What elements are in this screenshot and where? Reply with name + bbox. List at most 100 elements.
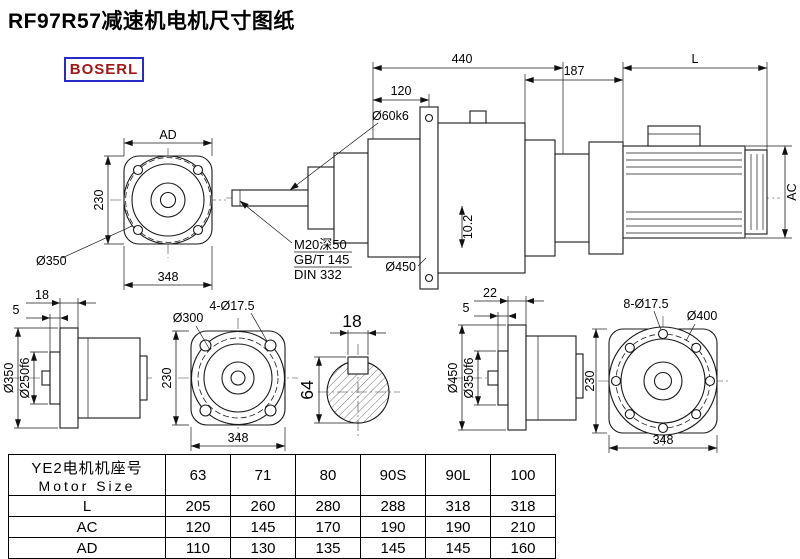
table-cell: 280 [295,495,361,517]
dim-187: 187 [564,64,585,78]
dim-dia350-side: Ø350 [2,363,16,394]
dim-5-spigot: 5 [13,303,20,317]
fan-cover [744,149,768,235]
spigot [49,351,61,405]
dim-348-motor-front: 348 [653,433,674,447]
table-header-size: 80 [295,454,361,496]
table-header-size: 63 [165,454,231,496]
output-front-view: AD 230 Ø350 348 [36,128,226,290]
dim-dia450: Ø450 [385,260,416,274]
brand-logo: BOSERL [64,57,144,82]
note-m20: M20深50 [294,237,347,252]
dim-8-holes: 8-Ø17.5 [623,297,668,311]
table-header-motor-size: YE2电机机座号 Motor Size [8,454,166,496]
dim-4-holes: 4-Ø17.5 [209,299,254,313]
motor-adapter-flange [588,141,624,255]
table-cell: 260 [230,495,296,517]
housing [525,335,577,421]
motor-body [622,145,746,239]
housing [77,337,141,419]
row-label: AC [8,516,166,538]
spigot [497,350,509,406]
second-stage-step2 [554,153,590,243]
dim-ac: AC [785,183,799,200]
table-cell: 288 [360,495,426,517]
dim-dia400: Ø400 [687,309,718,323]
dim-440: 440 [452,52,473,66]
motor-size-label-en: Motor Size [38,477,136,494]
flange-plate [507,324,527,431]
page-title: RF97R57减速机电机尺寸图纸 [8,10,295,33]
table-cell: 145 [360,537,426,559]
shaft-stub [41,370,51,386]
table-header-size: 100 [490,454,556,496]
motor-flange-front-dimensions: 8-Ø17.5 Ø400 230 348 [583,297,718,453]
flange-plate [59,327,79,429]
main-view-dimensions: 440 120 Ø60k6 187 L AC M20深50 GB/T 145 D… [239,52,799,282]
terminal-box [647,125,701,147]
dim-L: L [692,52,699,66]
gearbox-body [437,122,526,274]
shaft-hub-step2 [333,152,369,244]
dim-120: 120 [391,84,412,98]
dim-dia350-front: Ø350 [36,254,67,268]
dim-key-width-18: 18 [342,311,361,331]
motor-flange-side-view: 22 5 Ø450 Ø350f6 [446,286,588,431]
dim-dia450-side: Ø450 [446,363,460,394]
dim-18-flange: 18 [35,288,49,302]
table-cell: 110 [165,537,231,559]
note-din332: DIN 332 [294,267,342,282]
motor-flange-front-view: 8-Ø17.5 Ø400 230 348 [583,297,728,453]
dim-10-2: 10.2 [461,215,475,239]
shaft-section-dimensions: 18 64 [297,311,386,424]
vent-plug [469,110,487,124]
main-side-view: 440 120 Ø60k6 187 L AC M20深50 GB/T 145 D… [226,52,799,290]
dim-230-motor-front: 230 [583,371,597,392]
table-cell: 130 [230,537,296,559]
shaft-stub [487,370,499,386]
dim-dia350f6: Ø350f6 [462,357,476,398]
motor-flange-side-dimensions: 22 5 Ø450 Ø350f6 [446,286,544,431]
table-cell: 170 [295,516,361,538]
output-flange-side-view: 18 5 Ø350 Ø250f6 [2,288,152,429]
table-cell: 210 [490,516,556,538]
table-cell: 120 [165,516,231,538]
dim-64: 64 [297,380,317,400]
dim-shaft-dia: Ø60k6 [372,109,409,123]
output-flange-front-view: 4-Ø17.5 Ø300 230 348 [160,299,298,451]
shaft-hub-step3 [367,138,421,258]
motor-size-table: YE2电机机座号 Motor Size 63 71 80 90S 90L 100… [8,454,556,559]
dim-dia300: Ø300 [173,311,204,325]
table-row-L: L 205 260 280 288 318 318 [8,495,556,517]
note-gbt145: GB/T 145 [294,252,349,267]
dim-ad: AD [159,128,176,142]
key [347,356,369,375]
second-stage-step1 [524,139,556,257]
shaft-section-view: 18 64 [297,311,400,436]
dim-348-front: 348 [158,270,179,284]
table-header-size: 90S [360,454,426,496]
table-cell: 145 [425,537,491,559]
table-header-row: YE2电机机座号 Motor Size 63 71 80 90S 90L 100 [8,454,556,496]
drawing-canvas: AD 230 Ø350 348 [2,52,799,453]
housing-step [139,355,148,401]
dim-dia250f6: Ø250f6 [18,357,32,398]
table-cell: 145 [230,516,296,538]
motor-fins [626,152,742,234]
bolt-holes [610,328,716,434]
table-cell: 318 [490,495,556,517]
table-header-size: 90L [425,454,491,496]
table-cell: 190 [360,516,426,538]
table-cell: 318 [425,495,491,517]
output-flange-front-dimensions: 4-Ø17.5 Ø300 230 348 [160,299,286,451]
motor-size-label-cn: YE2电机机座号 [31,459,143,477]
dim-348-out-front: 348 [228,431,249,445]
shaft-hub-step1 [307,166,335,230]
row-label: AD [8,537,166,559]
table-cell: 190 [425,516,491,538]
output-front-view-dimensions: AD 230 Ø350 348 [36,128,213,290]
dim-230-front: 230 [92,190,106,211]
row-label: L [8,495,166,517]
table-header-size: 71 [230,454,296,496]
output-flange-side-dimensions: 18 5 Ø350 Ø250f6 [2,288,96,429]
